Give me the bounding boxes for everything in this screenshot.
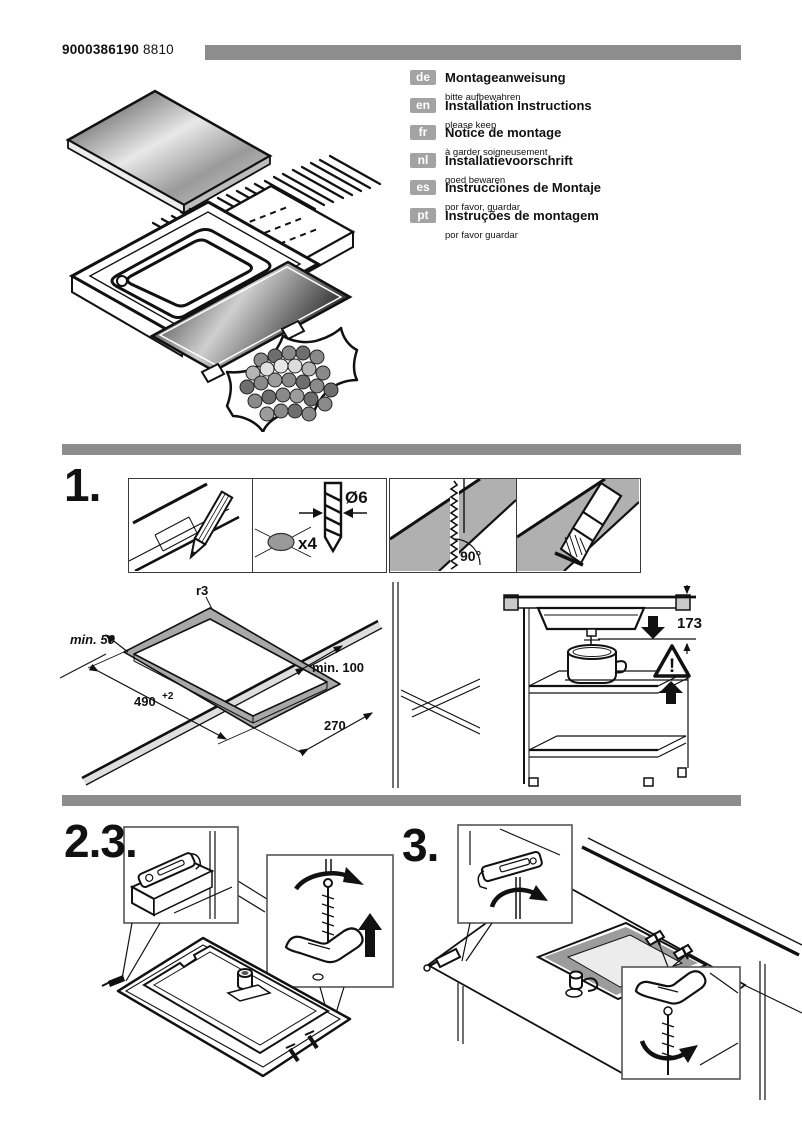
language-note: por favor, guardar [445,202,520,214]
language-row-de: de Montageanweisung bitte aufbewahren [410,69,690,103]
installed-appliance-tub [536,606,646,644]
inset-clamp-tighten-bottom [621,966,741,1080]
language-title: Notice de montage [445,125,562,141]
section-divider-2 [62,795,741,806]
up-arrow-icon [659,681,683,704]
drill-bit-icon [323,481,343,554]
language-title: Installatievoorschrift [445,152,573,168]
document-id: 9000386190 8810 [62,42,174,57]
wall-corner-lines [739,961,802,1100]
language-row-es: es Instrucciones de Montaje por favor, g… [410,179,690,213]
warning-triangle-icon: ! [653,644,691,678]
language-badge-en: en [410,97,436,113]
language-badge-pt: pt [410,207,436,223]
step-3-illustration [423,824,802,1100]
worktop-edge-band [81,619,383,786]
edge-clamp-marks [288,1034,319,1063]
terminal-stud [226,968,272,1002]
terminal-stud [565,970,599,998]
step1-panel-sawing: 90° [389,478,518,573]
jigsaw-blade-icon [449,480,459,570]
min-rear-clearance-label: min. 100 [312,660,364,675]
heating-element [110,228,272,319]
glass-lid [65,89,273,215]
depth-below-worktop-label: 173 [677,615,702,632]
language-title: Montageanweisung [445,70,566,85]
corner-radius-label: r3 [196,583,208,598]
step1-panel-drilling: x4 Ø6 [252,478,387,573]
pencil-icon [189,490,234,560]
language-note: bitte aufbewahren [445,92,521,103]
language-note: por favor guardar [445,229,518,241]
inset-clamp-placement [123,826,239,924]
section-divider-1 [62,444,741,455]
rotate-arrow-icon [489,887,538,908]
min-side-clearance-label: min. 50 [70,632,116,647]
language-title: Instruções de montagem [445,207,599,223]
pot-icon [567,644,628,684]
cut-angle-label: 90° [460,548,481,564]
cutout-width-label: 490 [134,694,156,709]
step-2-3-illustration [101,826,394,1078]
language-note: à garder soigneusement [445,147,548,159]
header-bar [205,45,741,60]
step-3-number: 3. [402,819,439,871]
screw-icon [321,878,335,943]
front-glass-band [149,260,353,373]
language-title: Instrucciones de Montaje [445,180,602,196]
foot-right [280,319,306,341]
basin [68,200,353,384]
warning-mark: ! [669,656,675,677]
language-badge-es: es [410,180,436,196]
fixing-clamp-icon [137,852,202,888]
cutout-rim [123,607,341,729]
inset-clamp-tighten-top [457,824,573,924]
left-clamp-with-screw [423,947,464,1044]
screw-icon [661,1006,675,1075]
cabinet-clearance-diagram: 173 ! [503,585,702,787]
down-arrow-icon [641,616,665,639]
language-list: de Montageanweisung bitte aufbewahren en… [410,69,690,241]
edge-clamp-top-2 [672,943,694,961]
appliance-underside-view [101,936,352,1078]
document-code: 8810 [143,42,174,57]
language-row-en: en Installation Instructions please keep [410,97,690,131]
clamp-profile-icon [634,970,707,1005]
language-title: Installation Instructions [445,97,592,113]
step-2-3-number: 2.3. [64,815,138,867]
drill-mark-icon [267,532,295,552]
language-row-fr: fr Notice de montage à garder soigneusem… [410,124,690,158]
brush-icon [554,481,623,567]
language-row-nl: nl Installatievoorschrift goed bewaren [410,152,690,186]
cabinet-outline [523,608,689,787]
language-badge-de: de [410,70,436,85]
document-number: 9000386190 [62,42,140,57]
language-note: please keep [445,119,497,131]
drill-diameter-label: Ø6 [345,488,368,507]
foot-left [200,362,226,384]
exploded-view-illustration [65,89,382,432]
cutout-width-tolerance-label: +2 [162,691,174,702]
drill-count-label: x4 [298,534,317,553]
cutout-depth-label: 270 [324,718,346,733]
step1-panel-sealing [516,478,641,573]
lava-rock-bag [225,326,359,432]
inset-clamp-screwing [266,854,394,988]
language-badge-nl: nl [410,152,436,168]
corner-clamp-mark [101,975,125,987]
cutout-dimensions-diagram: r3 min. 50 min. 100 490 +2 270 [60,582,480,788]
step1-panel-marking [128,478,254,573]
fixing-clamp-icon [477,850,543,890]
rotate-arrow-icon [639,1040,688,1061]
step-1-number: 1. [64,459,101,511]
up-arrow-icon [358,913,382,957]
clamp-profile-icon [284,927,364,964]
wall-lines [392,582,480,788]
language-badge-fr: fr [410,125,436,141]
language-note: goed bewaren [445,174,506,186]
language-row-pt: pt Instruções de montagem por favor guar… [410,207,690,241]
